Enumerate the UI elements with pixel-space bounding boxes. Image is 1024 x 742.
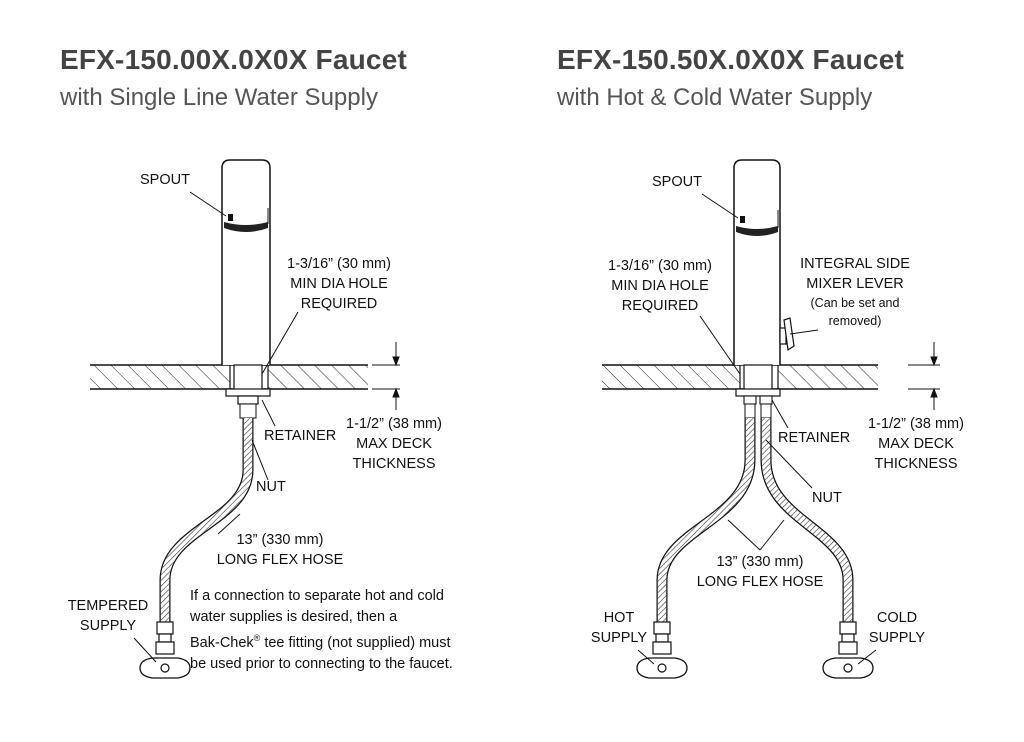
left-deck-label: 1-1/2” (38 mm) MAX DECK THICKNESS — [340, 414, 448, 474]
left-faucet-drawing — [90, 159, 400, 679]
right-hole-line-1: 1-3/16” (30 mm) — [608, 258, 712, 274]
right-hole-line-2: MIN DIA HOLE — [611, 278, 709, 294]
note-line-4: be used prior to connecting to the fauce… — [190, 655, 453, 672]
note-line-1: If a connection to separate hot and cold — [190, 588, 444, 604]
cold-supply-valve — [822, 621, 874, 679]
mixer-lever — [779, 317, 795, 352]
hot-supply-valve — [636, 621, 688, 679]
right-faucet-drawing — [602, 159, 940, 679]
left-shank-retainer — [225, 364, 271, 419]
right-hose-label: 13” (330 mm) LONG FLEX HOSE — [690, 552, 830, 592]
right-hose-line-2: LONG FLEX HOSE — [696, 574, 824, 590]
left-hole-label: 1-3/16” (30 mm) MIN DIA HOLE REQUIRED — [284, 254, 394, 314]
tempered-supply-line-2: SUPPLY — [79, 618, 137, 634]
note-registered-mark: ® — [253, 633, 261, 643]
left-hole-line-2: MIN DIA HOLE — [290, 276, 388, 292]
left-deck-line-2: MAX DECK — [356, 436, 432, 452]
cold-flex-hose — [761, 418, 853, 622]
right-retainer-label: RETAINER — [778, 430, 851, 446]
note-bak-chek: Bak-Chek — [190, 634, 254, 651]
left-spout-label: SPOUT — [140, 172, 190, 188]
left-deck-dimension — [372, 342, 400, 410]
mixer-lever-line-2: MIXER LEVER — [806, 276, 904, 292]
left-subtitle: with Single Line Water Supply — [60, 84, 378, 111]
left-tempered-supply-valve — [139, 621, 191, 679]
right-shank-retainer — [735, 364, 781, 419]
right-deck-line-3: THICKNESS — [874, 456, 958, 472]
hot-supply-line-1: HOT — [603, 610, 635, 626]
right-deck-line-1: 1-1/2” (38 mm) — [868, 416, 964, 432]
note-line-3-rest: tee fitting (not supplied) must — [260, 634, 451, 651]
right-deck-line-2: MAX DECK — [878, 436, 954, 452]
right-hose-line-1: 13” (330 mm) — [716, 554, 804, 570]
right-deck — [602, 364, 878, 390]
mixer-lever-line-3: (Can be set and — [810, 296, 900, 310]
left-spout-body — [221, 159, 271, 365]
left-hose-label: 13” (330 mm) LONG FLEX HOSE — [210, 530, 350, 570]
right-hole-line-3: REQUIRED — [621, 298, 699, 314]
right-title: EFX-150.50X.0X0X Faucet — [557, 44, 904, 75]
note-line-3: Bak-Chek® tee fitting (not supplied) mus… — [190, 628, 453, 654]
right-deck-label: 1-1/2” (38 mm) MAX DECK THICKNESS — [862, 414, 970, 474]
right-spout-label: SPOUT — [652, 174, 702, 190]
left-leader-lines — [133, 191, 299, 663]
right-subtitle: with Hot & Cold Water Supply — [557, 84, 873, 111]
left-hole-line-1: 1-3/16” (30 mm) — [287, 256, 391, 272]
mixer-lever-line-4: removed) — [828, 314, 882, 328]
mixer-lever-label: INTEGRAL SIDE MIXER LEVER (Can be set an… — [790, 254, 920, 330]
connection-note: If a connection to separate hot and cold… — [190, 586, 453, 675]
cold-supply-line-2: SUPPLY — [868, 630, 926, 646]
left-deck-line-1: 1-1/2” (38 mm) — [346, 416, 442, 432]
left-deck-line-3: THICKNESS — [352, 456, 436, 472]
left-hose-line-1: 13” (330 mm) — [236, 532, 324, 548]
hot-supply-line-2: SUPPLY — [590, 630, 648, 646]
left-hole-line-3: REQUIRED — [300, 296, 378, 312]
mixer-lever-line-1: INTEGRAL SIDE — [800, 256, 910, 272]
note-line-2: water supplies is desired, then a — [190, 609, 398, 625]
right-hole-label: 1-3/16” (30 mm) MIN DIA HOLE REQUIRED — [600, 256, 720, 316]
left-retainer-label: RETAINER — [264, 428, 337, 444]
cold-supply-line-1: COLD — [876, 610, 918, 626]
hot-supply-label: HOT SUPPLY — [584, 608, 654, 648]
right-leader-lines — [637, 193, 877, 665]
right-spout-body — [733, 159, 781, 365]
right-nut-label: NUT — [812, 490, 842, 506]
tempered-supply-label: TEMPERED SUPPLY — [60, 596, 156, 636]
left-nut-label: NUT — [256, 479, 286, 495]
left-deck — [90, 364, 368, 390]
left-hose-line-2: LONG FLEX HOSE — [216, 552, 344, 568]
left-title: EFX-150.00X.0X0X Faucet — [60, 44, 407, 75]
hot-flex-hose — [657, 418, 755, 622]
cold-supply-label: COLD SUPPLY — [862, 608, 932, 648]
tempered-supply-line-1: TEMPERED — [67, 598, 149, 614]
right-deck-dimension — [908, 342, 940, 410]
